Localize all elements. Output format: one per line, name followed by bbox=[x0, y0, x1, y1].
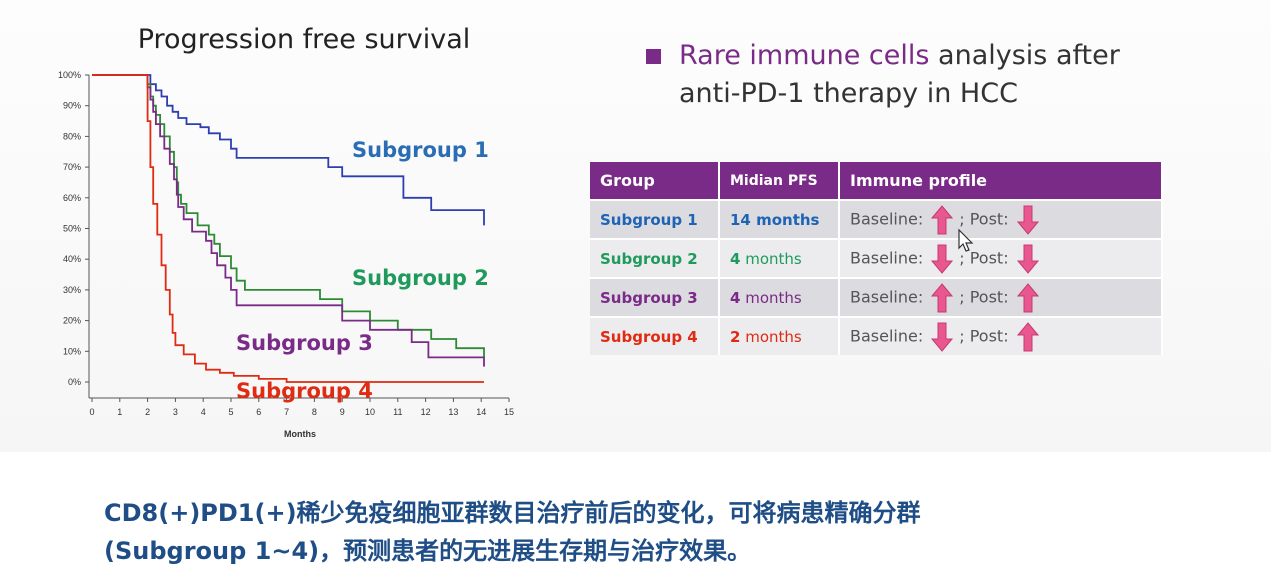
y-tick-label: 100% bbox=[58, 70, 81, 80]
x-tick-label: 1 bbox=[117, 407, 122, 417]
series-line-subgroup-2 bbox=[92, 74, 485, 358]
y-tick-label: 30% bbox=[63, 285, 81, 295]
down-arrow-icon bbox=[931, 322, 954, 352]
chart-title: Progression free survival bbox=[138, 24, 471, 55]
heading-rest: analysis after bbox=[929, 40, 1120, 71]
y-tick-label: 0% bbox=[68, 377, 81, 387]
cell-immune-profile: Baseline: ; Post: bbox=[840, 277, 1163, 316]
series-label-subgroup-4: Subgroup 4 bbox=[236, 379, 373, 403]
cell-median-pfs: 4 months bbox=[720, 238, 840, 277]
x-tick-label: 8 bbox=[312, 407, 317, 417]
heading-highlight: Rare immune cells bbox=[679, 40, 930, 71]
x-tick-label: 6 bbox=[256, 407, 261, 417]
caption-line-2: (Subgroup 1~4)，预测患者的无进展生存期与治疗效果。 bbox=[104, 537, 752, 565]
square-bullet-icon bbox=[646, 49, 661, 64]
series-label-subgroup-2: Subgroup 2 bbox=[352, 266, 489, 290]
post-label: ; Post: bbox=[959, 326, 1009, 345]
table-row: Subgroup 1 14 months Baseline: ; Post: bbox=[590, 199, 1163, 238]
baseline-label: Baseline: bbox=[850, 287, 924, 306]
heading-line-2: anti-PD-1 therapy in HCC bbox=[679, 78, 1018, 109]
y-tick-label: 90% bbox=[63, 101, 81, 111]
table-row: Subgroup 3 4 months Baseline: ; Post: bbox=[590, 277, 1163, 316]
column-header-immune-profile: Immune profile bbox=[840, 162, 1163, 199]
table-row: Subgroup 2 4 months Baseline: ; Post: bbox=[590, 238, 1163, 277]
x-tick-label: 12 bbox=[421, 407, 431, 417]
baseline-label: Baseline: bbox=[850, 209, 924, 228]
down-arrow-icon bbox=[1016, 205, 1039, 235]
table-row: Subgroup 4 2 months Baseline: ; Post: bbox=[590, 316, 1163, 355]
x-axis-label: Months bbox=[284, 429, 316, 439]
series-line-subgroup-1 bbox=[92, 74, 485, 226]
pfs-value: 4 months bbox=[730, 288, 802, 307]
series-labels: Subgroup 1 Subgroup 2 Subgroup 3 Subgroup 4 bbox=[236, 138, 489, 403]
caption-line-1: CD8(+)PD1(+)稀少免疫细胞亚群数目治疗前后的变化，可将病患精确分群 bbox=[104, 499, 921, 527]
pfs-value: 14 months bbox=[730, 210, 820, 229]
up-arrow-icon bbox=[1016, 321, 1039, 351]
cell-group: Subgroup 2 bbox=[590, 238, 720, 277]
x-tick-label: 3 bbox=[173, 407, 178, 417]
x-tick-label: 11 bbox=[393, 407, 402, 417]
cell-median-pfs: 14 months bbox=[720, 199, 840, 238]
column-header-median-pfs: Midian PFS bbox=[720, 162, 840, 199]
chart-series bbox=[92, 74, 485, 383]
x-tick-label: 10 bbox=[365, 407, 375, 417]
series-label-subgroup-1: Subgroup 1 bbox=[352, 138, 489, 162]
series-line-subgroup-4 bbox=[92, 74, 484, 383]
x-tick-label: 9 bbox=[340, 407, 345, 417]
post-label: ; Post: bbox=[959, 209, 1009, 228]
cell-group: Subgroup 3 bbox=[590, 277, 720, 316]
series-line-subgroup-3 bbox=[92, 74, 485, 367]
y-tick-label: 80% bbox=[63, 131, 81, 141]
down-arrow-icon bbox=[1016, 244, 1039, 274]
down-arrow-icon bbox=[931, 244, 954, 274]
x-tick-label: 15 bbox=[504, 407, 514, 417]
mouse-cursor-icon bbox=[958, 228, 974, 252]
pfs-table: Group Midian PFS Immune profile Subgroup… bbox=[590, 162, 1163, 355]
cell-immune-profile: Baseline: ; Post: bbox=[840, 199, 1163, 238]
baseline-label: Baseline: bbox=[850, 326, 924, 345]
post-label: ; Post: bbox=[959, 248, 1009, 267]
x-tick-label: 2 bbox=[145, 407, 150, 417]
x-tick-label: 7 bbox=[284, 407, 289, 417]
up-arrow-icon bbox=[931, 204, 954, 234]
y-tick-label: 70% bbox=[63, 162, 81, 172]
x-tick-label: 5 bbox=[228, 407, 233, 417]
post-label: ; Post: bbox=[959, 287, 1009, 306]
x-tick-label: 14 bbox=[476, 407, 486, 417]
cell-median-pfs: 4 months bbox=[720, 277, 840, 316]
heading-line-1: Rare immune cells analysis after bbox=[679, 40, 1120, 71]
caption: CD8(+)PD1(+)稀少免疫细胞亚群数目治疗前后的变化，可将病患精确分群 (… bbox=[104, 494, 1204, 570]
table-header-row: Group Midian PFS Immune profile bbox=[590, 162, 1163, 199]
cell-group: Subgroup 1 bbox=[590, 199, 720, 238]
pfs-value: 2 months bbox=[730, 327, 802, 346]
pfs-value: 4 months bbox=[730, 249, 802, 268]
baseline-label: Baseline: bbox=[850, 248, 924, 267]
cell-immune-profile: Baseline: ; Post: bbox=[840, 316, 1163, 355]
up-arrow-icon bbox=[931, 282, 954, 312]
y-tick-label: 50% bbox=[63, 224, 81, 234]
column-header-group: Group bbox=[590, 162, 720, 199]
y-tick-label: 20% bbox=[63, 316, 81, 326]
y-tick-label: 10% bbox=[63, 346, 81, 356]
cell-immune-profile: Baseline: ; Post: bbox=[840, 238, 1163, 277]
x-tick-label: 4 bbox=[201, 407, 206, 417]
series-label-subgroup-3: Subgroup 3 bbox=[236, 331, 373, 355]
x-tick-label: 13 bbox=[448, 407, 458, 417]
x-tick-label: 0 bbox=[89, 407, 94, 417]
cell-median-pfs: 2 months bbox=[720, 316, 840, 355]
cell-group: Subgroup 4 bbox=[590, 316, 720, 355]
y-tick-label: 40% bbox=[63, 254, 81, 264]
up-arrow-icon bbox=[1016, 282, 1039, 312]
y-tick-label: 60% bbox=[63, 193, 81, 203]
